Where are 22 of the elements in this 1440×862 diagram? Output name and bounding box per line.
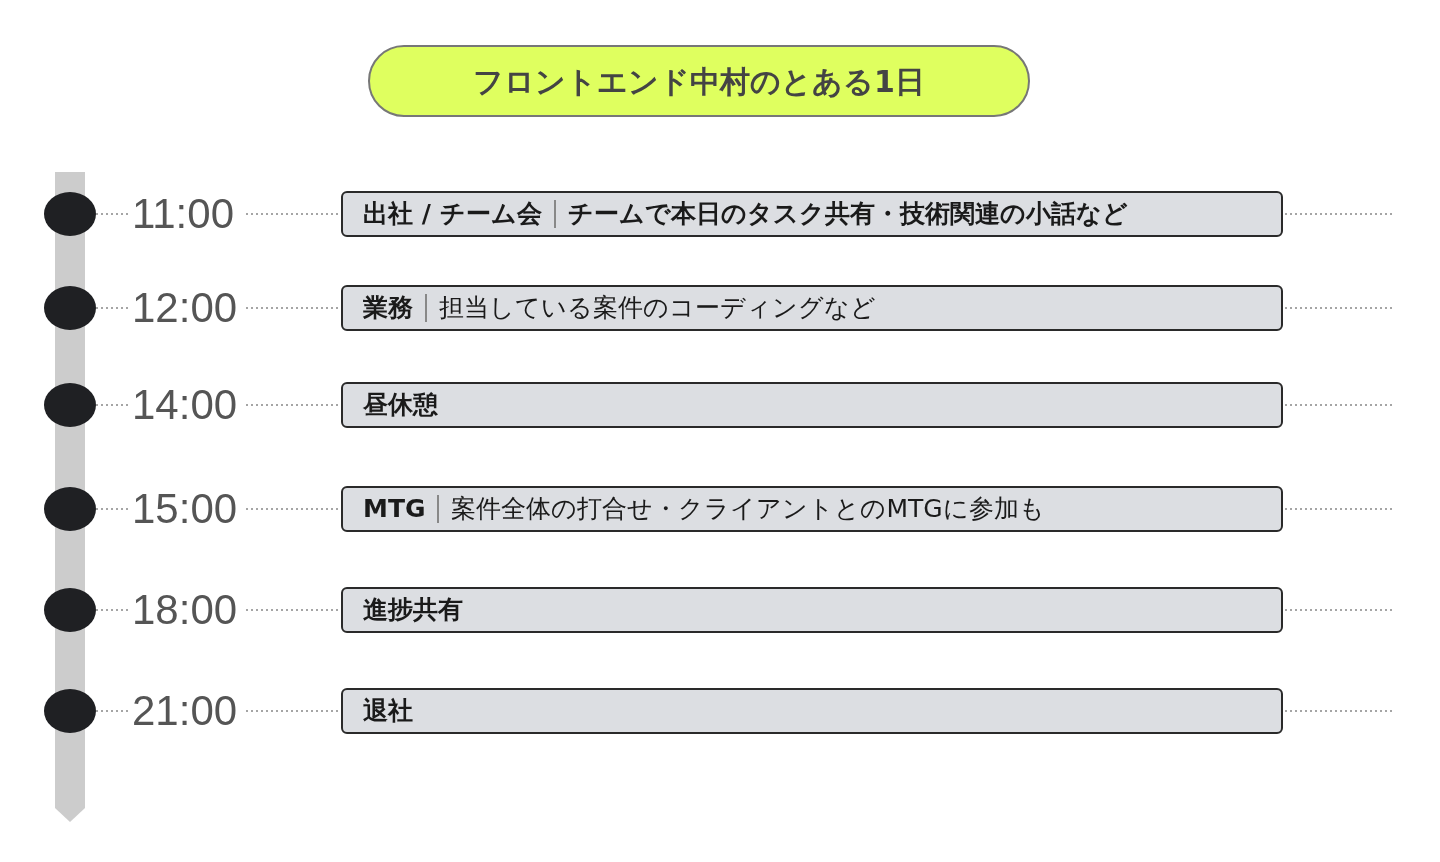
time-label: 11:00 bbox=[132, 190, 234, 238]
schedule-box bbox=[341, 486, 1283, 532]
time-label: 18:00 bbox=[132, 586, 238, 634]
time-label: 21:00 bbox=[132, 687, 238, 735]
schedule-box bbox=[341, 587, 1283, 633]
schedule-heading: 業務 bbox=[363, 292, 413, 325]
schedule-heading: 出社 / チーム会 bbox=[363, 198, 542, 231]
schedule-description: 担当している案件のコーディングなど bbox=[439, 292, 876, 325]
schedule-box bbox=[341, 285, 1283, 331]
schedule-heading: 退社 bbox=[363, 695, 413, 728]
schedule-heading: 進捗共有 bbox=[363, 594, 463, 627]
schedule-box bbox=[341, 688, 1283, 734]
schedule-heading: MTG bbox=[363, 493, 426, 526]
schedule-box bbox=[341, 191, 1283, 237]
time-label: 12:00 bbox=[132, 284, 238, 332]
schedule-heading: 昼休憩 bbox=[363, 389, 438, 422]
time-label: 15:00 bbox=[132, 485, 238, 533]
title-pill: フロントエンド中村のとある1日 bbox=[368, 45, 1030, 117]
schedule-box bbox=[341, 382, 1283, 428]
schedule-description: 案件全体の打合せ・クライアントとのMTGに参加も bbox=[451, 493, 1045, 526]
schedule-description: チームで本日のタスク共有・技術関連の小話など bbox=[567, 198, 1128, 231]
time-label: 14:00 bbox=[132, 381, 238, 429]
